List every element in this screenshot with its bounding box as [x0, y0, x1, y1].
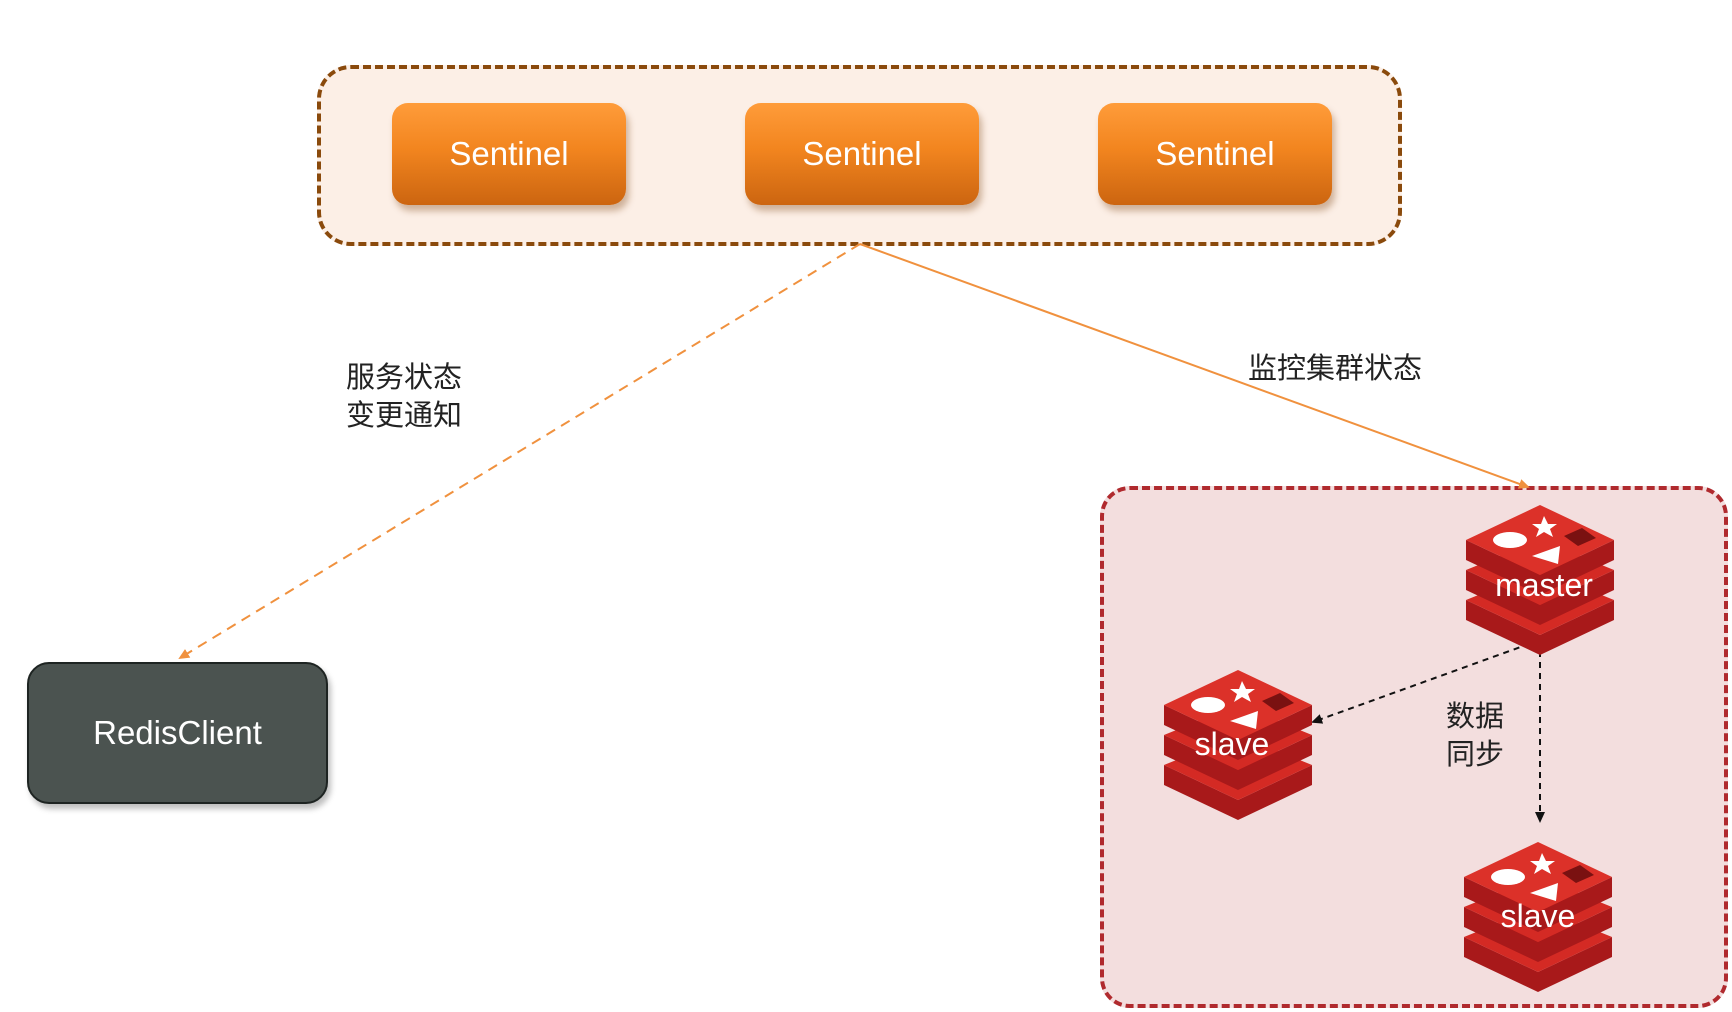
monitor-connector — [859, 243, 1530, 489]
redis-slave-left-icon: slave — [1164, 670, 1312, 820]
redis-client-node: RedisClient — [27, 662, 328, 804]
sync-edge-label: 数据 同步 — [1446, 697, 1504, 773]
monitor-edge-label-text: 监控集群状态 — [1248, 351, 1423, 385]
redis-master-icon: master — [1466, 505, 1614, 655]
sentinel-node-2: Sentinel — [745, 103, 979, 205]
sync-edge-label-line2: 同步 — [1446, 737, 1505, 771]
sentinel-node-3: Sentinel — [1098, 103, 1332, 205]
sentinel-node-label: Sentinel — [802, 135, 922, 172]
notify-edge-label-line1: 服务状态 — [346, 360, 463, 394]
monitor-edge-label: 监控集群状态 — [1248, 349, 1422, 387]
redis-slave-bottom-label: slave — [1501, 898, 1576, 934]
sentinel-node-label: Sentinel — [1155, 135, 1275, 172]
redis-slave-left-label: slave — [1195, 726, 1270, 762]
notify-connector — [178, 243, 861, 660]
sentinel-node-1: Sentinel — [392, 103, 626, 205]
notify-edge-label: 服务状态 变更通知 — [346, 358, 462, 434]
redis-slave-bottom-icon: slave — [1464, 842, 1612, 992]
notify-edge-label-line2: 变更通知 — [346, 398, 463, 432]
redis-master-label: master — [1495, 567, 1593, 603]
sentinel-node-label: Sentinel — [449, 135, 569, 172]
sync-edge-label-line1: 数据 — [1446, 699, 1505, 733]
redis-client-label: RedisClient — [93, 714, 262, 751]
sync-connector-left — [1311, 639, 1541, 724]
